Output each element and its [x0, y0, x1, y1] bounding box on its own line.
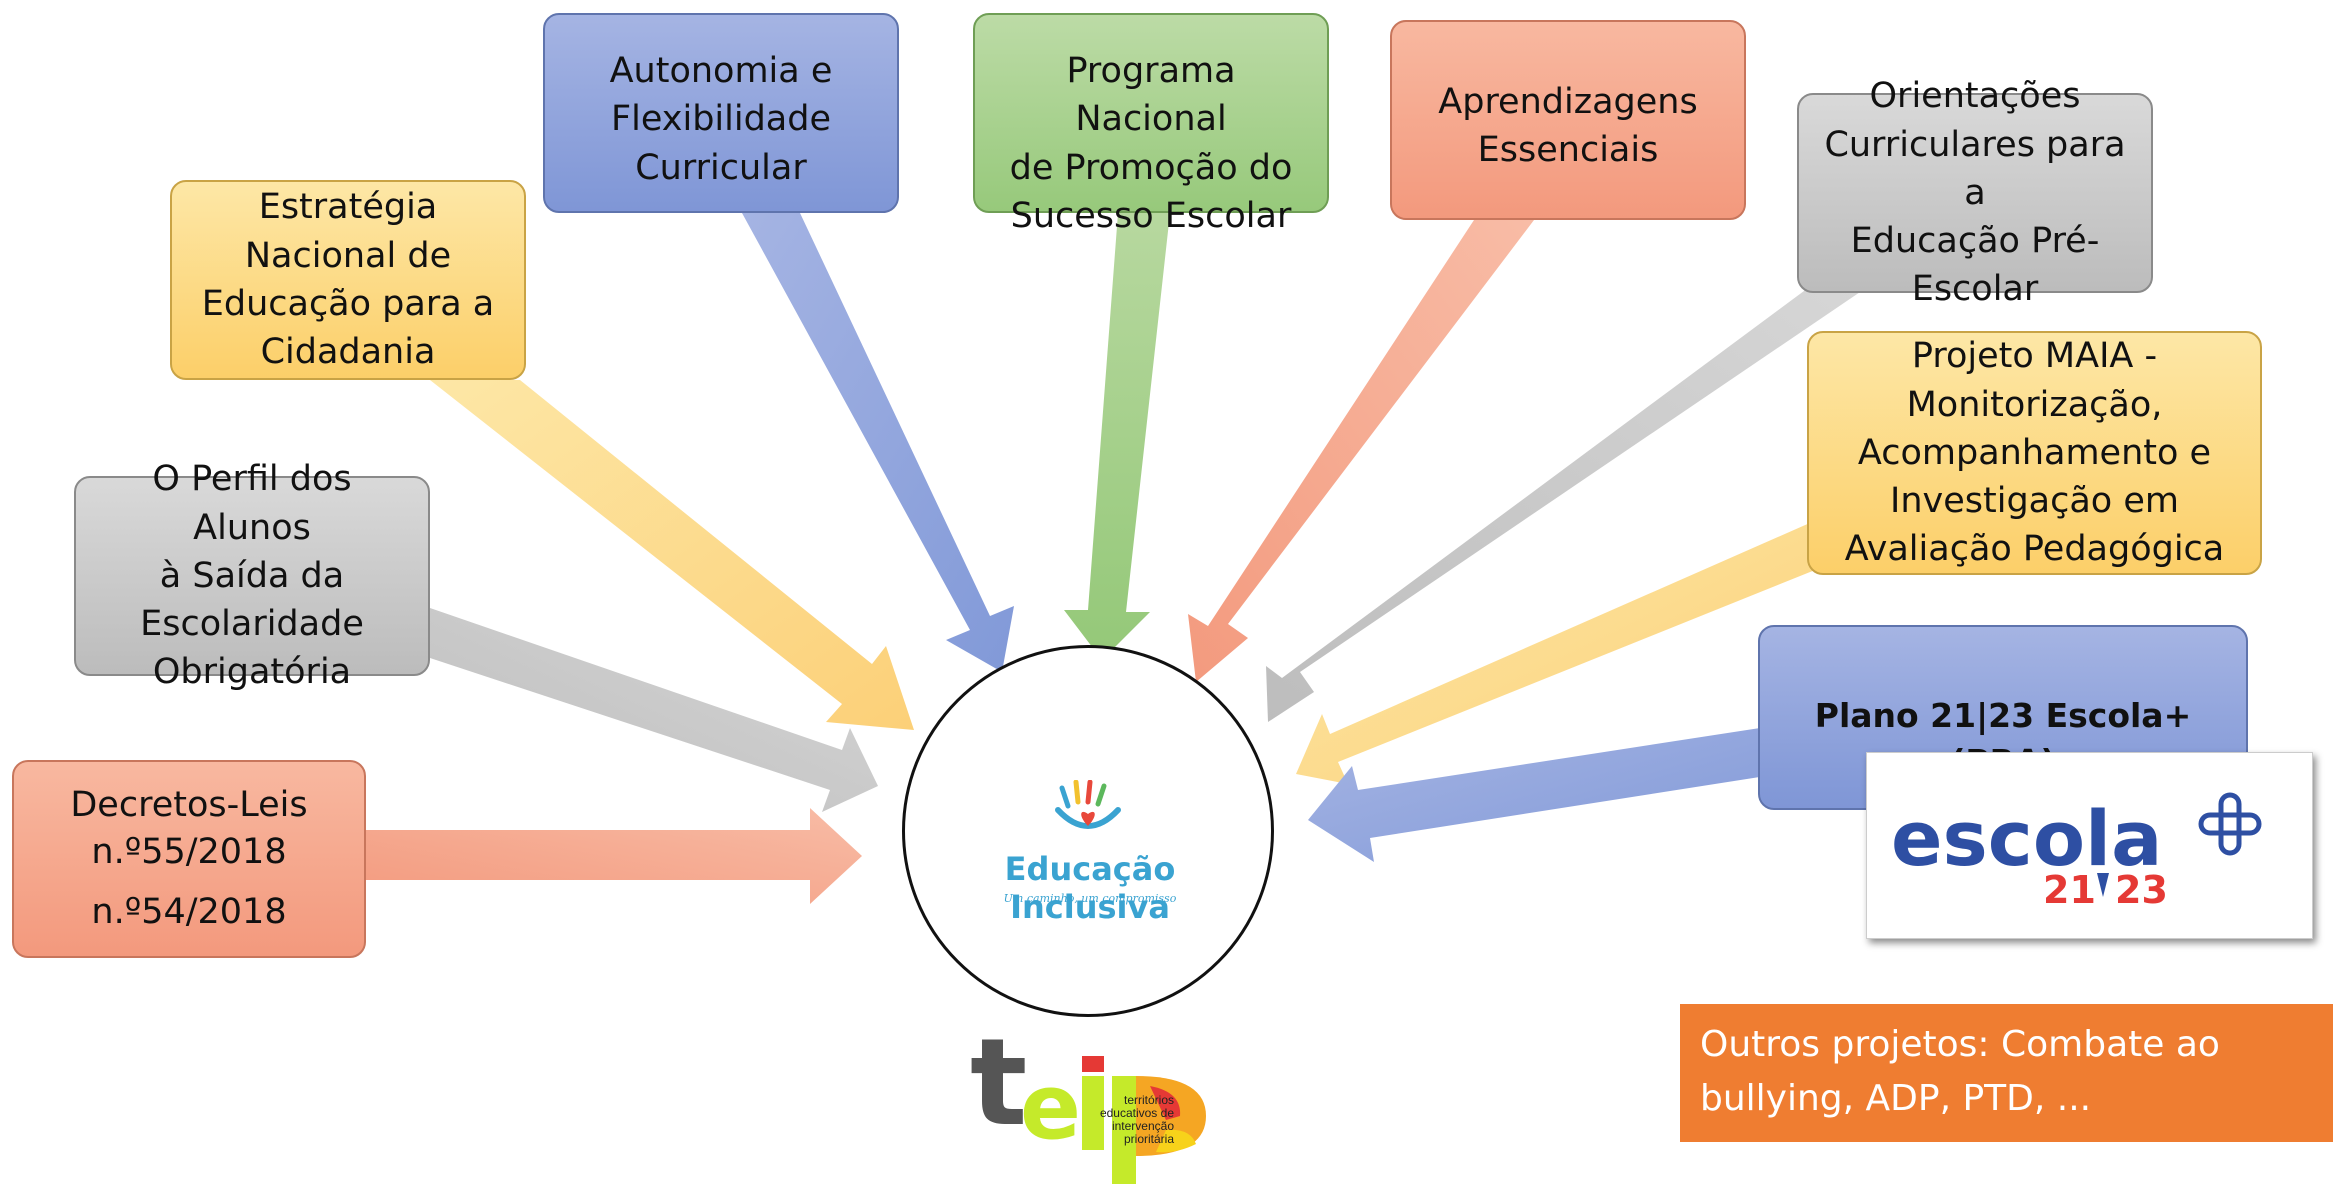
box-decretos-leis: Decretos-Leis n.º55/2018 n.º54/2018	[12, 760, 366, 958]
box-estrategia-cidadania: Estratégia Nacional de Educação para a C…	[170, 180, 526, 380]
teip-caption-1: territórios	[1123, 1093, 1174, 1107]
arrow-maia	[1296, 522, 1830, 784]
decretos-line2: n.º55/2018	[91, 832, 287, 873]
maia-line5: Avaliação Pedagógica	[1844, 529, 2225, 570]
perfil-line3: Escolaridade	[140, 604, 364, 645]
estrategia-line2: Nacional de	[244, 235, 452, 276]
escola-year-left: 21	[2043, 868, 2096, 912]
orientacoes-line4: Escolar	[1911, 269, 2039, 310]
inclusive-hand-heart-icon	[1055, 780, 1121, 829]
box-programa-nacional: Programa Nacional de Promoção do Sucesso…	[973, 13, 1329, 236]
box-perfil-alunos: O Perfil dos Alunos à Saída da Escolarid…	[74, 459, 430, 692]
orientacoes-line1: Orientações	[1869, 76, 2081, 117]
outros-projetos-box: Outros projetos: Combate ao bullying, AD…	[1680, 1004, 2333, 1142]
orientacoes-line3: Educação Pré-	[1850, 221, 2100, 262]
maia-line1: Projeto MAIA -	[1911, 336, 2158, 377]
teip-caption-2: educativos de	[1099, 1106, 1174, 1120]
pencil-icon	[2097, 873, 2109, 897]
autonomia-line3: Curricular	[635, 147, 807, 188]
escola-mais-logo: escola 21 23	[1891, 792, 2262, 912]
escola-year-right: 23	[2115, 868, 2168, 912]
programa-line3: Sucesso Escolar	[1010, 195, 1292, 236]
arrow-programa	[1064, 213, 1170, 660]
escola-word: escola	[1891, 794, 2162, 883]
teip-caption-4: prioritária	[1123, 1132, 1174, 1146]
box-projeto-maia: Projeto MAIA - Monitorização, Acompanham…	[1807, 331, 2262, 575]
teip-logo: t e	[970, 1020, 1206, 1184]
estrategia-line1: Estratégia	[258, 187, 438, 228]
outros-line2: bullying, ADP, PTD, ...	[1700, 1078, 2092, 1119]
autonomia-line2: Flexibilidade	[610, 99, 831, 140]
perfil-line4: Obrigatória	[152, 652, 352, 693]
plus-icon	[2198, 792, 2262, 856]
teip-i	[1082, 1076, 1104, 1150]
box-orientacoes-curriculares: Orientações Curriculares para a Educação…	[1797, 76, 2153, 309]
box-aprendizagens-essenciais: Aprendizagens Essenciais	[1390, 20, 1746, 220]
arrow-autonomia	[742, 213, 1014, 672]
box-autonomia-flexibilidade: Autonomia e Flexibilidade Curricular	[543, 13, 899, 213]
decretos-line3: n.º54/2018	[91, 891, 287, 932]
center-title: Educação Inclusiva	[1004, 850, 1176, 926]
outros-line1: Outros projetos: Combate ao	[1700, 1024, 2220, 1065]
programa-line1: Programa Nacional	[1066, 51, 1236, 140]
arrow-estrategia	[430, 380, 914, 730]
orientacoes-line2: Curriculares para a	[1824, 124, 2126, 213]
estrategia-line3: Educação para a	[201, 284, 495, 324]
maia-line4: Investigação em	[1890, 481, 2179, 522]
teip-caption-3: intervenção	[1111, 1119, 1174, 1133]
perfil-line1: O Perfil dos Alunos	[152, 459, 352, 548]
teip-e: e	[1020, 1055, 1081, 1160]
estrategia-line4: Cidadania	[260, 332, 436, 373]
maia-line3: Acompanhamento e	[1857, 432, 2212, 473]
programa-line2: de Promoção do	[1009, 147, 1293, 188]
teip-t: t	[970, 1020, 1027, 1153]
center-ellipse	[902, 645, 1274, 1017]
arrow-aprendizagens	[1188, 220, 1534, 682]
aprendizagens-line1: Aprendizagens	[1438, 82, 1698, 122]
perfil-line2: à Saída da	[159, 555, 345, 596]
arrow-plano	[1308, 728, 1766, 862]
box-plano-escola-mais: Plano 21|23 Escola+ (PRA)	[1758, 625, 2248, 810]
teip-p	[1112, 1076, 1206, 1184]
maia-line2: Monitorização,	[1906, 384, 2163, 425]
escola-mais-logo-card: escola 21 23	[1866, 752, 2313, 939]
center-subtitle: Um caminho, um compromisso	[1003, 892, 1177, 905]
arrow-decretos	[366, 808, 862, 904]
teip-i-dot	[1082, 1056, 1104, 1072]
autonomia-line1: Autonomia e	[609, 51, 833, 91]
arrow-perfil	[430, 608, 878, 812]
aprendizagens-line2: Essenciais	[1477, 130, 1659, 171]
decretos-line1: Decretos-Leis	[70, 785, 308, 826]
